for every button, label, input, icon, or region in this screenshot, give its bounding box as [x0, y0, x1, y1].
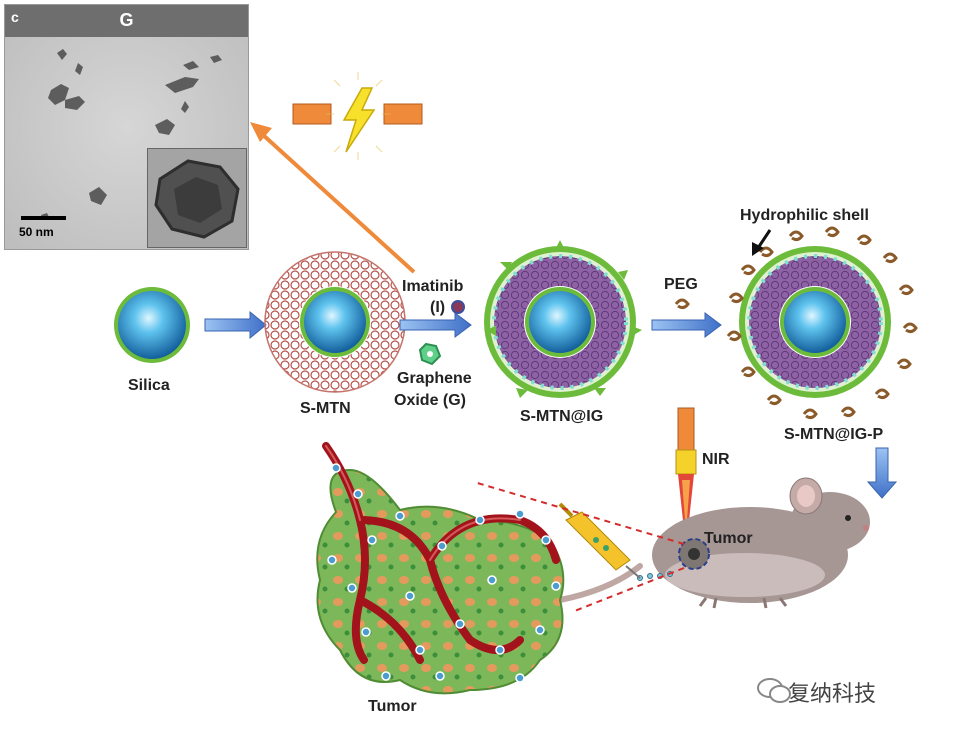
arrow-smtnig-to-smtnigp [651, 312, 722, 338]
label-smtn-ig: S-MTN@IG [520, 408, 604, 425]
hydrophilic-shell-pointer [752, 229, 772, 256]
nanoparticles-in-tissue [327, 463, 561, 683]
graphene-oxide-icon [418, 342, 442, 366]
electrochemical-exfoliation-icon [292, 72, 423, 160]
panel-sample-label: G [119, 10, 134, 30]
tem-inset-image [147, 148, 247, 248]
tumor-tissue [316, 442, 565, 695]
peg-chains [726, 226, 918, 420]
scale-bar [21, 216, 66, 220]
label-smtn-ig-p: S-MTN@IG-P [784, 426, 884, 443]
orange-arrow-to-tem [250, 122, 416, 274]
smtnig-particle [484, 240, 642, 398]
arrow-smtn-to-smtnig [399, 312, 472, 338]
panel-letter: c [11, 9, 19, 25]
label-imatinib-symbol: (I) [430, 299, 446, 316]
silica-particle [114, 287, 190, 363]
smtn-particle [264, 251, 406, 393]
label-hydrophilic-shell: Hydrophilic shell [740, 207, 869, 224]
imatinib-symbol-icon [451, 300, 465, 314]
scale-bar-label: 50 nm [19, 225, 54, 239]
label-nir: NIR [702, 451, 730, 468]
zoom-lines [473, 481, 685, 613]
smtnigp-particle [726, 226, 918, 420]
mouse-illustration [557, 477, 870, 609]
label-graphene-line1: Graphene [397, 370, 472, 387]
nir-laser [675, 407, 697, 530]
label-peg: PEG [664, 276, 698, 293]
arrow-silica-to-smtn [204, 310, 267, 340]
arrow-down-to-mouse [866, 447, 898, 499]
watermark-logo-icon [757, 678, 791, 703]
label-silica: Silica [128, 377, 170, 394]
tem-micrograph-panel: c G 50 nm [4, 4, 249, 250]
graphene-flakes [41, 49, 222, 219]
syringe-icon [558, 502, 641, 579]
label-smtn: S-MTN [300, 400, 351, 417]
inset-flake [148, 149, 246, 247]
watermark-text: 复纳科技 [788, 681, 877, 706]
peg-icon [674, 298, 690, 310]
tem-header-bar [5, 5, 248, 37]
label-imatinib: Imatinib [402, 278, 464, 295]
label-tumor-mouse: Tumor [704, 530, 753, 547]
tem-background [5, 5, 248, 249]
label-tumor-tissue: Tumor [368, 698, 417, 715]
label-graphene-line2: Oxide (G) [394, 392, 467, 409]
